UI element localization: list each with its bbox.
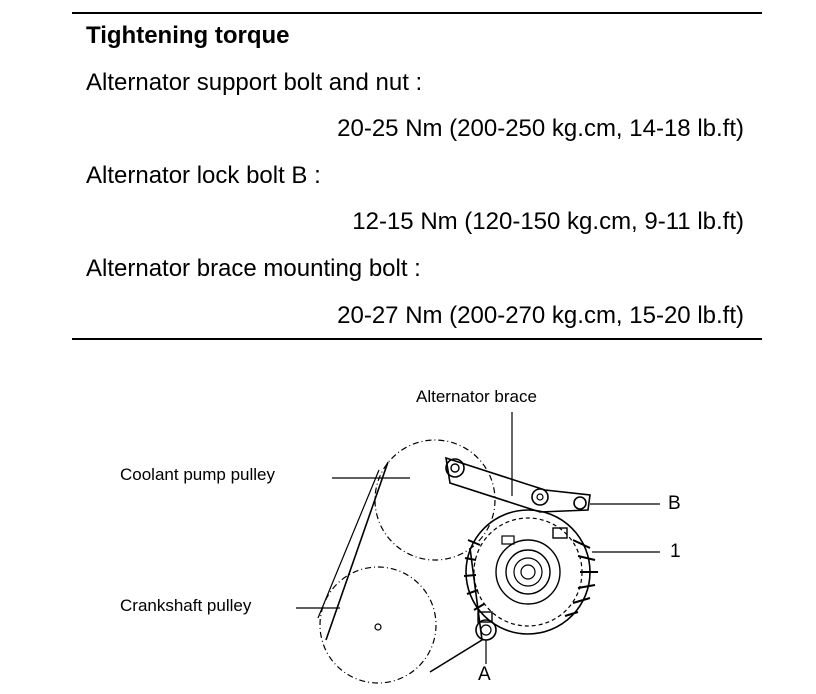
coolant-pump-pulley-label: Coolant pump pulley (120, 465, 275, 484)
lock-bolt-b-shape (573, 496, 587, 510)
lock-bolt-value: 12-15 Nm (120-150 kg.cm, 9-11 lb.ft) (352, 208, 744, 235)
crankshaft-center (374, 623, 382, 631)
alternator-shape (463, 509, 598, 635)
brace-bolt-label: Alternator brace mounting bolt : (86, 255, 421, 282)
top-rule (72, 12, 762, 14)
belt-left-edge (325, 461, 389, 641)
bottom-rule (72, 338, 762, 340)
crankshaft-pulley-label: Crankshaft pulley (120, 596, 252, 615)
callout-1-label: 1 (670, 541, 681, 562)
support-bolt-label: Alternator support bolt and nut : (86, 69, 423, 96)
lock-bolt-label: Alternator lock bolt B : (86, 162, 321, 189)
brace-slot-end (445, 458, 465, 478)
coolant-pump-pulley-shape (374, 439, 496, 561)
support-bolt-a-shape (475, 619, 497, 641)
support-bolt-value: 20-25 Nm (200-250 kg.cm, 14-18 lb.ft) (337, 115, 744, 142)
belt-inner-edge (317, 469, 380, 619)
alternator-brace-label: Alternator brace (416, 387, 537, 406)
torque-heading: Tightening torque (86, 22, 290, 49)
callout-b-label: B (668, 493, 681, 514)
crankshaft-pulley-shape (319, 566, 437, 684)
alternator-brace-shape (445, 456, 591, 513)
callout-a-label: A (478, 664, 491, 685)
brace-bolt-value: 20-27 Nm (200-270 kg.cm, 15-20 lb.ft) (337, 302, 744, 329)
